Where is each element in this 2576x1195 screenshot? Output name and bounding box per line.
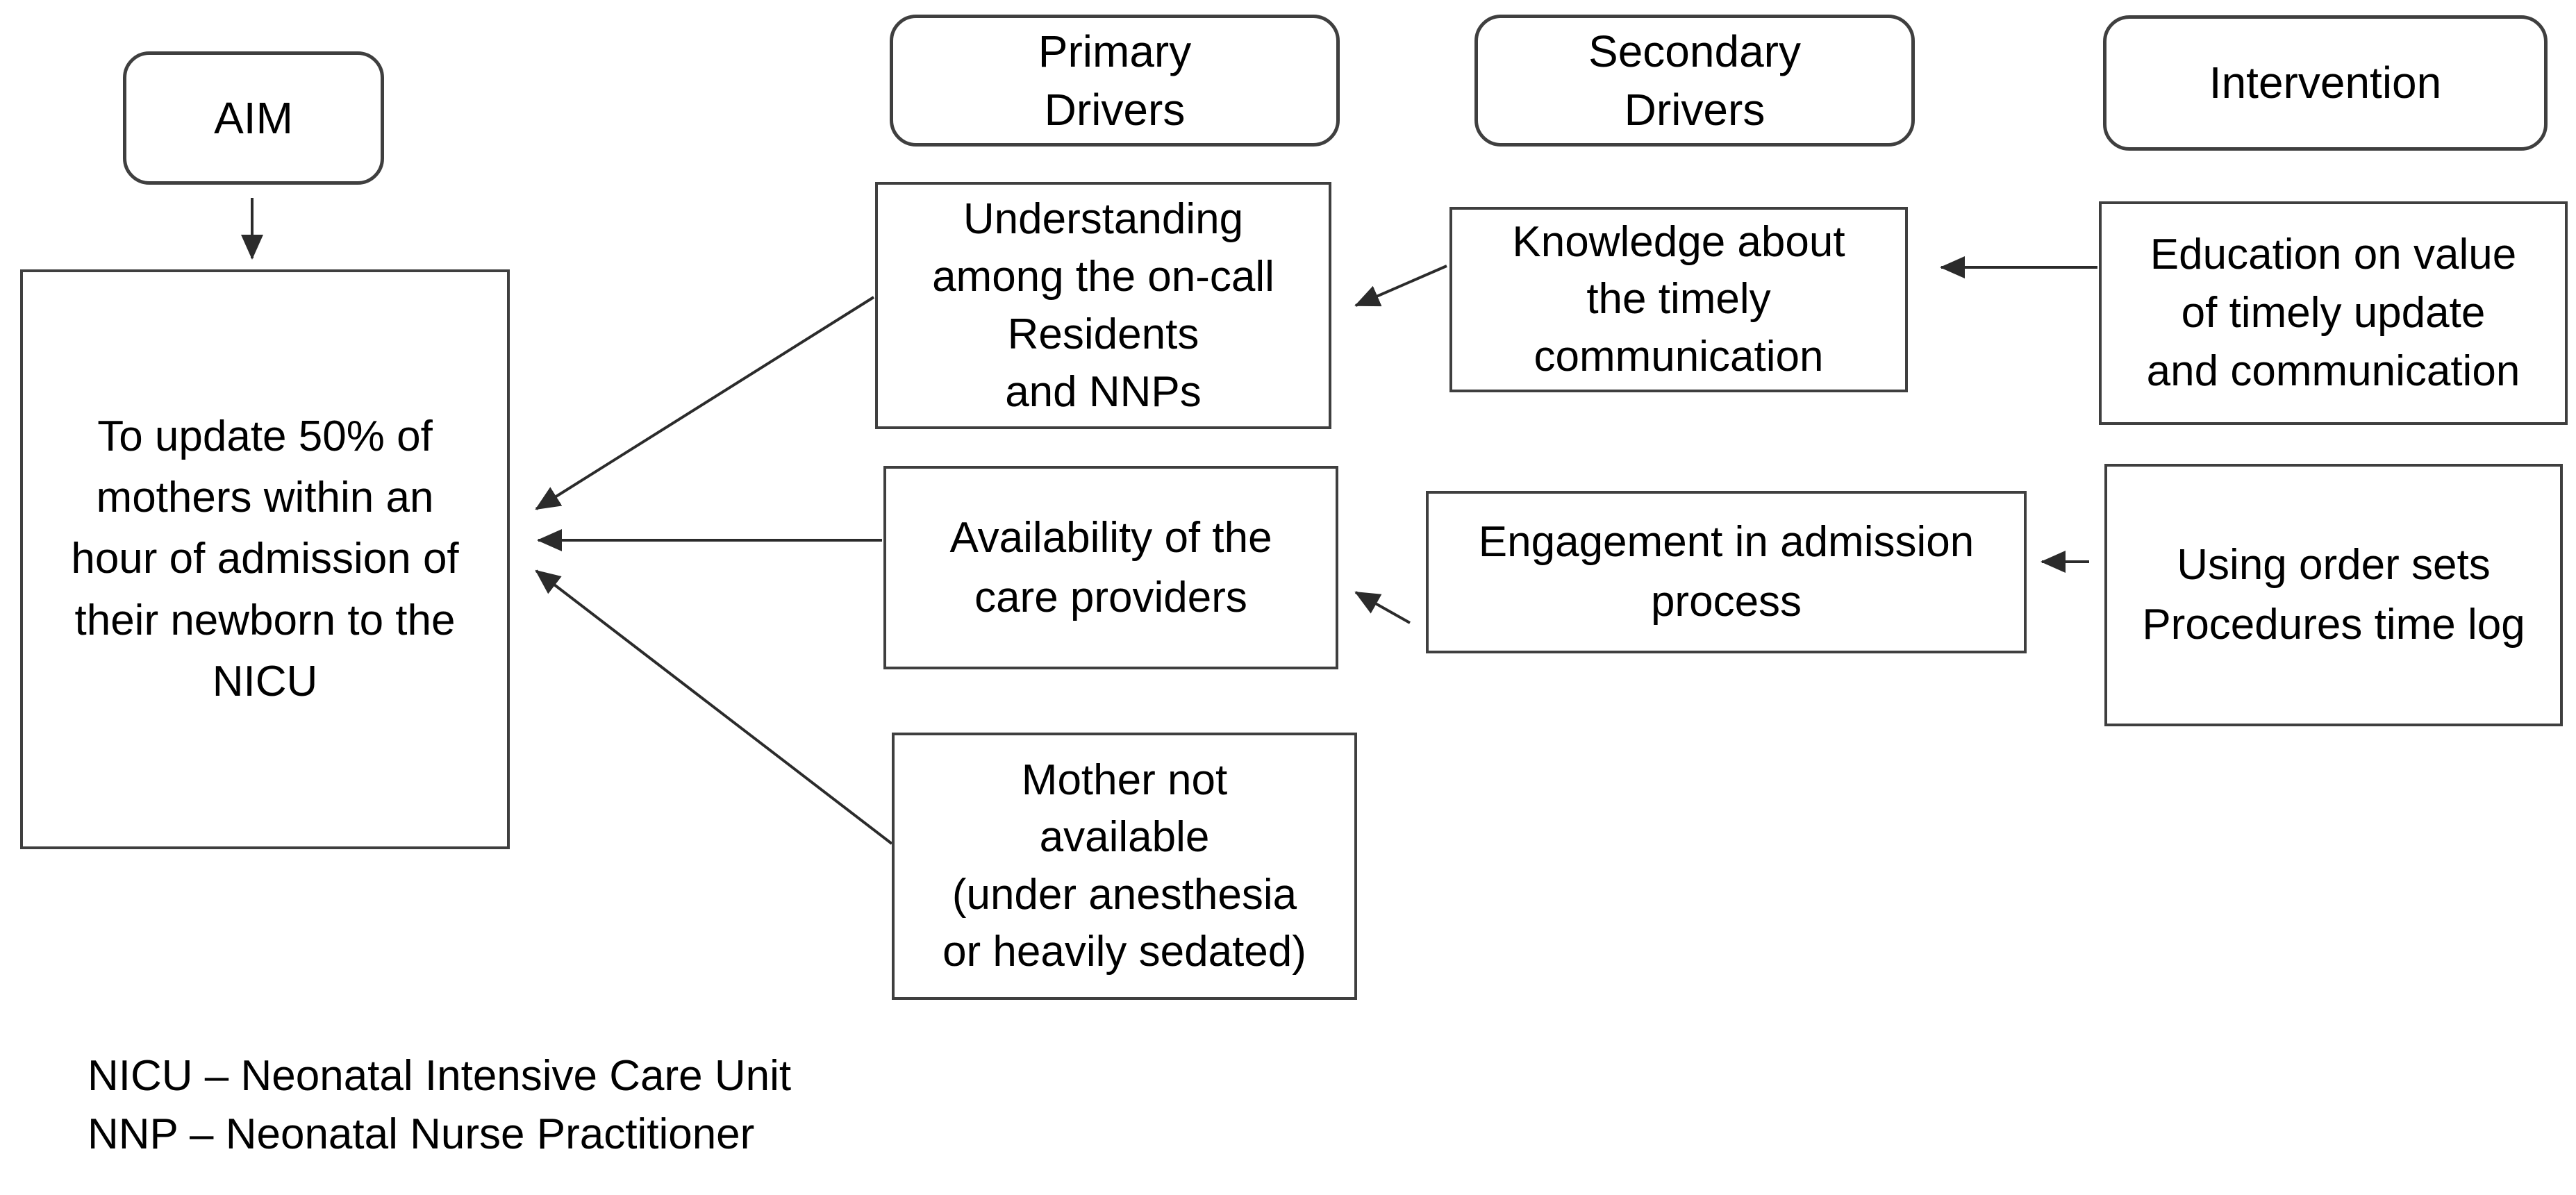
primary-drivers-header-label: Primary Drivers: [1038, 26, 1192, 135]
primary-driver-availability-text: Availability of the care providers: [949, 513, 1272, 621]
arrow-engagement-to-availability-box: [1354, 591, 1411, 624]
intervention-order-sets-text: Using order sets Procedures time log: [2142, 541, 2525, 649]
primary-driver-mother-not-available-box: Mother not available (under anesthesia o…: [892, 733, 1357, 1000]
intervention-header-label: Intervention: [2209, 58, 2442, 108]
abbreviation-legend: NICU – Neonatal Intensive Care Unit NNP …: [88, 1047, 791, 1164]
primary-driver-mother-not-available-text: Mother not available (under anesthesia o…: [942, 755, 1306, 976]
secondary-drivers-header-box: Secondary Drivers: [1474, 15, 1915, 147]
intervention-education-box: Education on value of timely update and …: [2099, 201, 2568, 425]
intervention-education-text: Education on value of timely update and …: [2146, 230, 2520, 396]
secondary-driver-engagement-text: Engagement in admission process: [1478, 518, 1975, 626]
intervention-header-box: Intervention: [2103, 15, 2548, 151]
intervention-order-sets-box: Using order sets Procedures time log: [2104, 464, 2563, 726]
arrow-understanding-to-aim-box: [535, 296, 875, 510]
arrow-knowledge-to-understanding-box: [1354, 265, 1447, 307]
primary-driver-understanding-box: Understanding among the on-call Resident…: [875, 182, 1331, 429]
aim-header-box: AIM: [123, 51, 384, 185]
secondary-driver-knowledge-box: Knowledge about the timely communication: [1449, 207, 1908, 392]
aim-statement-box: To update 50% of mothers within an hour …: [20, 269, 510, 849]
aim-statement-text: To update 50% of mothers within an hour …: [71, 412, 459, 705]
secondary-drivers-header-label: Secondary Drivers: [1588, 26, 1801, 135]
legend-nicu: NICU – Neonatal Intensive Care Unit: [88, 1052, 792, 1100]
primary-drivers-header-box: Primary Drivers: [890, 15, 1340, 147]
aim-header-label: AIM: [214, 92, 293, 143]
primary-driver-availability-box: Availability of the care providers: [883, 466, 1338, 669]
secondary-driver-engagement-box: Engagement in admission process: [1426, 491, 2027, 653]
legend-nnp: NNP – Neonatal Nurse Practitioner: [88, 1110, 755, 1159]
arrow-mother-to-aim-box: [535, 569, 893, 845]
secondary-driver-knowledge-text: Knowledge about the timely communication: [1512, 217, 1845, 381]
primary-driver-understanding-text: Understanding among the on-call Resident…: [932, 194, 1274, 417]
